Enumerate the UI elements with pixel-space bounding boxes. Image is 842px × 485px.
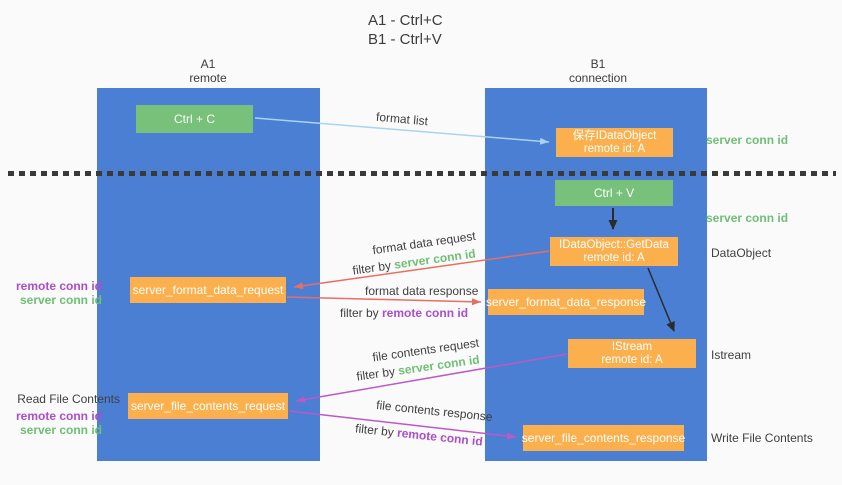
node-server-format-data-response-label: server_format_data_response bbox=[485, 294, 647, 309]
node-server-file-contents-response-label: server_file_contents_response bbox=[521, 430, 686, 445]
file-response-filter-prefix: filter by bbox=[354, 421, 398, 440]
label-format-response-filter: filter by remote conn id bbox=[340, 306, 468, 320]
format-request-filter-prefix: filter by bbox=[351, 257, 396, 278]
lane-header-b1: B1 connection bbox=[538, 57, 658, 85]
dashed-divider bbox=[8, 171, 836, 176]
node-server-file-contents-request-label: server_file_contents_request bbox=[130, 398, 286, 413]
node-istream-line2: remote id: A bbox=[601, 353, 663, 366]
file-request-filter-prefix: filter by bbox=[355, 363, 400, 384]
annotation-read-file-contents: Read File Contents bbox=[17, 392, 120, 406]
annotation-server-conn-id-file: server conn id bbox=[19, 423, 102, 437]
node-ctrl-c-label: Ctrl + C bbox=[173, 111, 215, 126]
annotation-remote-conn-id-file: remote conn id bbox=[15, 409, 102, 423]
node-server-format-data-request: server_format_data_request bbox=[130, 277, 286, 303]
node-ctrl-v: Ctrl + V bbox=[555, 180, 673, 206]
format-response-filter-value: remote conn id bbox=[382, 306, 469, 320]
lane-b1-name: B1 bbox=[590, 57, 606, 71]
annotation-server-conn-id-format: server conn id bbox=[19, 293, 102, 307]
node-server-file-contents-response: server_file_contents_response bbox=[521, 425, 686, 451]
node-server-format-data-response: server_format_data_response bbox=[485, 289, 647, 315]
label-file-response-filter: filter by remote conn id bbox=[355, 421, 484, 448]
lane-b1-subtitle: connection bbox=[568, 71, 628, 85]
label-format-list: format list bbox=[375, 109, 429, 129]
annotation-remote-conn-id-format: remote conn id bbox=[15, 279, 102, 293]
node-server-file-contents-request: server_file_contents_request bbox=[128, 393, 288, 419]
title-line-1: A1 - Ctrl+C bbox=[368, 12, 443, 29]
annotation-server-conn-id-top: server conn id bbox=[706, 133, 789, 147]
lane-header-a1: A1 remote bbox=[148, 57, 268, 85]
annotation-dataobject: DataObject bbox=[711, 246, 772, 260]
diagram-title: A1 - Ctrl+C B1 - Ctrl+V bbox=[368, 11, 443, 49]
annotation-write-file-contents: Write File Contents bbox=[711, 431, 813, 445]
lane-a1-subtitle: remote bbox=[189, 71, 227, 85]
annotation-istream: Istream bbox=[711, 348, 752, 362]
label-format-data-response: format data response bbox=[365, 284, 479, 298]
node-ctrl-c: Ctrl + C bbox=[136, 105, 253, 133]
file-response-filter-value: remote conn id bbox=[396, 425, 484, 449]
title-line-2: B1 - Ctrl+V bbox=[368, 31, 442, 48]
node-ctrl-v-label: Ctrl + V bbox=[593, 185, 635, 200]
node-getdata: IDataObject::GetData remote id: A bbox=[550, 237, 678, 266]
format-response-filter-prefix: filter by bbox=[340, 306, 383, 320]
node-istream: IStream remote id: A bbox=[568, 339, 696, 368]
node-server-format-data-request-label: server_format_data_request bbox=[132, 282, 284, 297]
annotation-server-conn-id-mid: server conn id bbox=[706, 211, 789, 225]
node-save-idataobject: 保存IDataObject remote id: A bbox=[556, 128, 673, 157]
node-save-idataobject-line2: remote id: A bbox=[583, 142, 646, 155]
node-istream-line1: IStream bbox=[611, 340, 653, 353]
node-save-idataobject-line1: 保存IDataObject bbox=[572, 129, 657, 142]
label-file-contents-response: file contents response bbox=[375, 397, 494, 425]
node-getdata-line1: IDataObject::GetData bbox=[559, 238, 669, 251]
node-getdata-line2: remote id: A bbox=[583, 251, 645, 264]
lane-a1-name: A1 bbox=[200, 57, 216, 71]
